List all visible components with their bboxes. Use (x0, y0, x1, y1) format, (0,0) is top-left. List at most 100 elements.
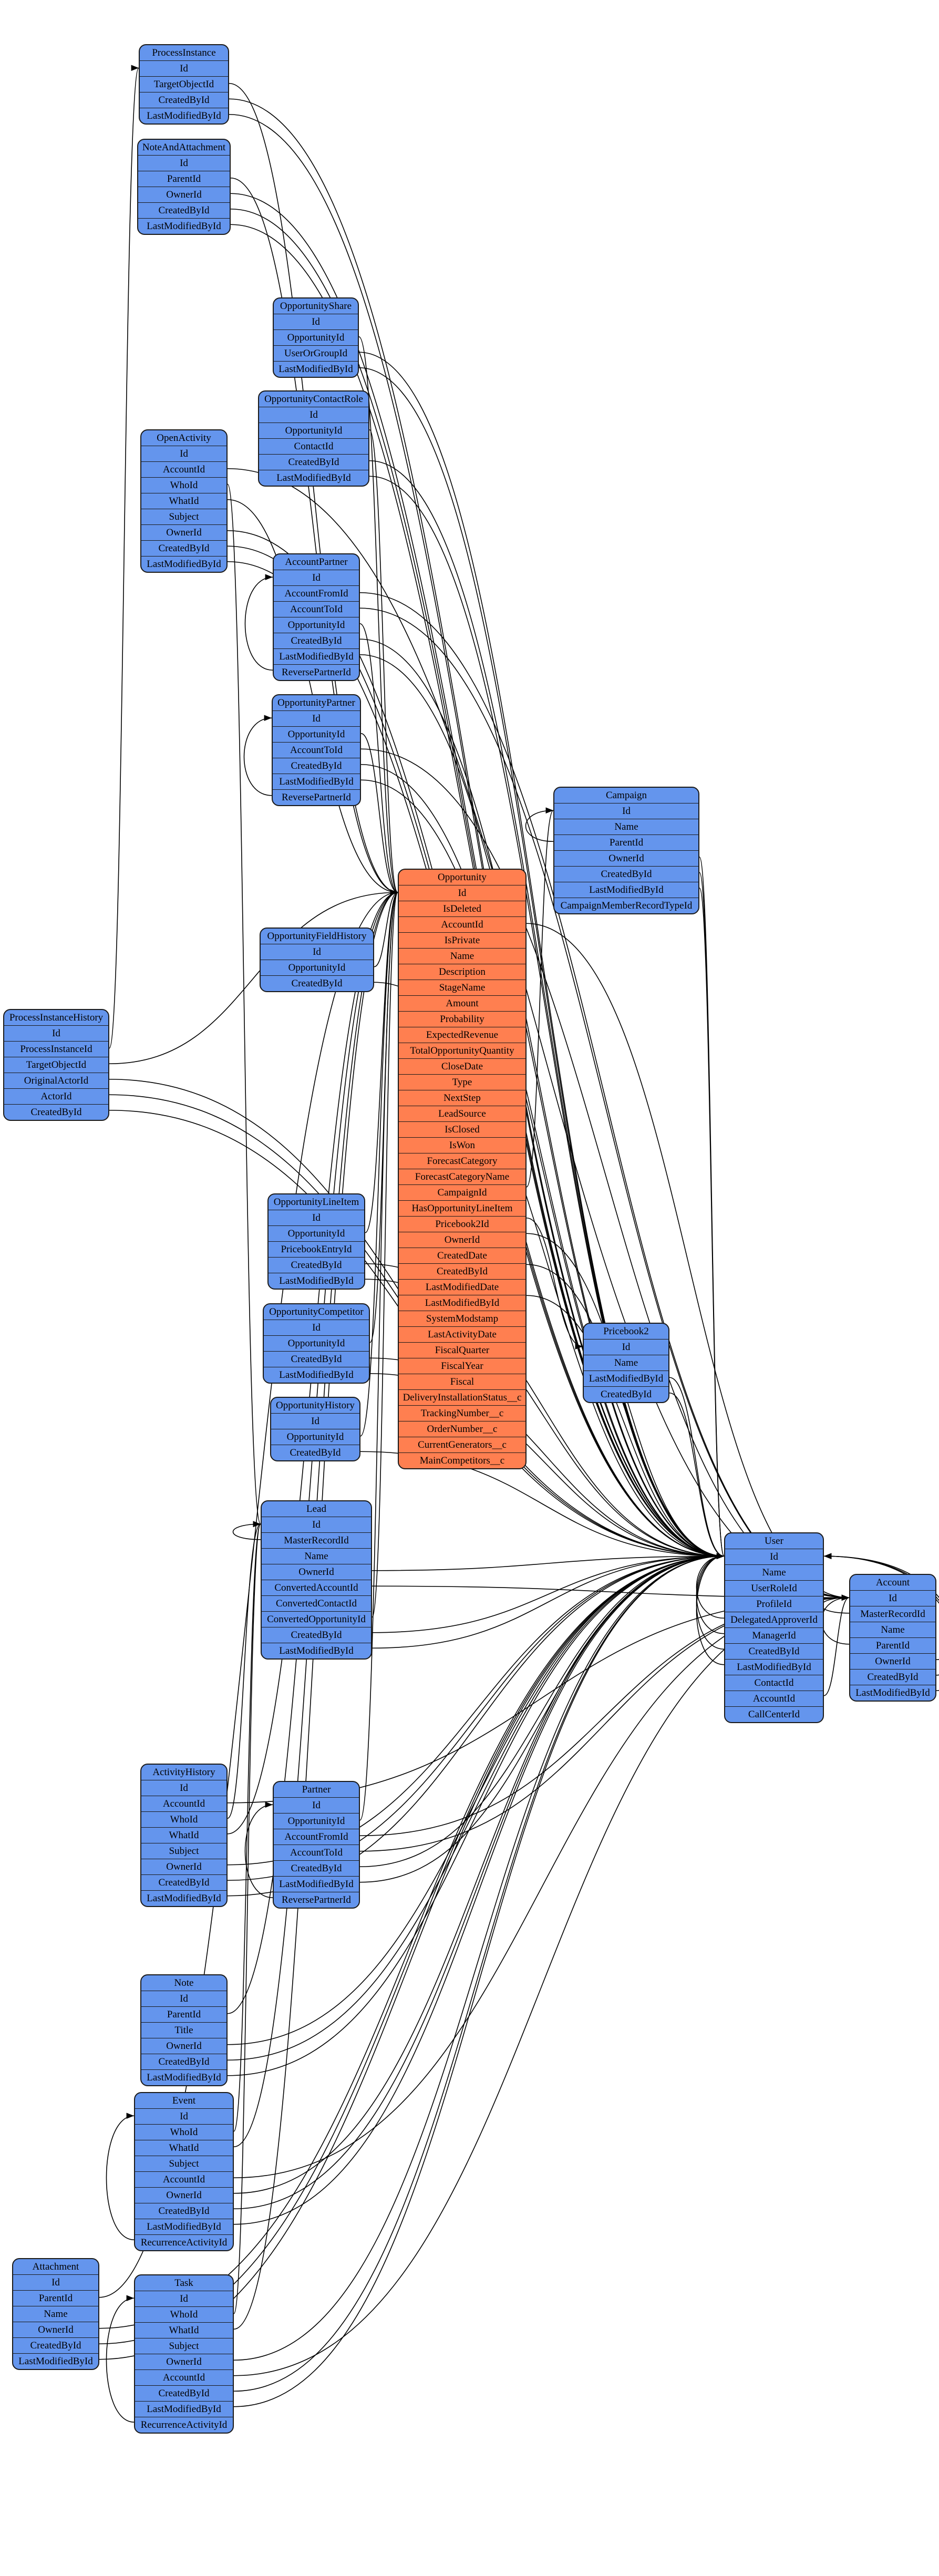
relation-edge (227, 483, 261, 1527)
field-opportunity-id: OpportunityId (271, 1429, 359, 1445)
entity-title: OpportunityLineItem (273, 1197, 359, 1208)
field-who-id: WhoId (141, 477, 226, 493)
entity-title: ProcessInstance (152, 47, 216, 58)
relation-edge (696, 1553, 725, 1665)
field-last-modified-by-id: LastModifiedById (262, 1643, 371, 1658)
field-last-modified-by-id: LastModifiedById (138, 218, 230, 234)
relation-edge (372, 890, 398, 1618)
entity-title: Note (174, 1977, 194, 1988)
relation-edge (359, 623, 398, 895)
field-created-by-id: CreatedById (13, 2337, 98, 2353)
field-description: Description (399, 964, 525, 980)
field-created-by-id: CreatedById (141, 540, 226, 556)
field-close-date: CloseDate (399, 1058, 525, 1074)
entity-title: NoteAndAttachment (142, 142, 226, 153)
relation-edge (233, 1553, 725, 2407)
field-last-modified-by-id: LastModifiedById (259, 470, 368, 486)
entity-title: Opportunity (438, 872, 487, 883)
relation-edge (823, 1594, 850, 1696)
field-subject: Subject (141, 1843, 226, 1859)
relation-edge (372, 1553, 725, 1571)
relation-edge (821, 1594, 850, 1645)
relation-edge (227, 1521, 261, 1819)
field-created-by-id: CreatedById (259, 454, 368, 470)
field-campaign-member-record-type-id: CampaignMemberRecordTypeId (554, 898, 698, 913)
field-original-actor-id: OriginalActorId (4, 1073, 108, 1088)
field-name: Name (725, 1564, 823, 1580)
entity-title: Event (172, 2095, 196, 2106)
field-id: Id (274, 1797, 359, 1813)
field-created-by-id: CreatedById (269, 1257, 364, 1273)
entity-title: Partner (302, 1784, 331, 1795)
field-fiscal: Fiscal (399, 1374, 525, 1389)
field-order-number-c: OrderNumber__c (399, 1421, 525, 1437)
field-expected-revenue: ExpectedRevenue (399, 1027, 525, 1043)
relation-edge (244, 574, 273, 671)
field-created-by-id: CreatedById (850, 1669, 935, 1685)
field-id: Id (271, 1413, 359, 1429)
field-last-modified-by-id: LastModifiedById (850, 1685, 935, 1701)
field-next-step: NextStep (399, 1090, 525, 1106)
relation-edge (369, 429, 398, 895)
relation-edge (244, 1801, 273, 1899)
field-who-id: WhoId (141, 1811, 226, 1827)
relation-edge (696, 1553, 725, 1650)
field-probability: Probability (399, 1011, 525, 1027)
relation-edge (374, 889, 398, 967)
field-parent-id: ParentId (138, 171, 230, 187)
field-last-modified-by-id: LastModifiedById (141, 1890, 226, 1906)
field-id: Id (262, 1517, 371, 1532)
field-reverse-partner-id: ReversePartnerId (274, 664, 359, 680)
entity-title: ProcessInstanceHistory (9, 1012, 104, 1023)
field-opportunity-id: OpportunityId (269, 1225, 364, 1241)
field-id: Id (141, 446, 226, 461)
field-user-role-id: UserRoleId (725, 1580, 823, 1596)
field-last-modified-by-id: LastModifiedById (274, 648, 359, 664)
field-is-closed: IsClosed (399, 1121, 525, 1137)
relation-edge (109, 65, 139, 1049)
field-amount: Amount (399, 995, 525, 1011)
field-account-id: AccountId (141, 1796, 226, 1811)
field-what-id: WhatId (141, 493, 226, 509)
relation-edge (696, 1553, 725, 1619)
field-owner-id: OwnerId (141, 524, 226, 540)
field-last-modified-by-id: LastModifiedById (269, 1273, 364, 1289)
field-what-id: WhatId (135, 2140, 233, 2156)
field-owner-id: OwnerId (554, 850, 698, 866)
field-stage-name: StageName (399, 980, 525, 995)
relation-edge (372, 1553, 725, 1633)
field-created-by-id: CreatedById (138, 202, 230, 218)
relation-edge (359, 1553, 725, 1868)
field-created-by-id: CreatedById (140, 92, 228, 108)
field-created-by-id: CreatedById (725, 1643, 823, 1659)
field-owner-id: OwnerId (262, 1564, 371, 1580)
field-subject: Subject (135, 2338, 233, 2354)
field-created-by-id: CreatedById (264, 1351, 369, 1367)
field-profile-id: ProfileId (725, 1596, 823, 1612)
entity-title: Attachment (32, 2261, 79, 2272)
field-created-date: CreatedDate (399, 1248, 525, 1263)
field-subject: Subject (141, 509, 226, 524)
field-target-object-id: TargetObjectId (4, 1057, 108, 1073)
field-opportunity-id: OpportunityId (264, 1335, 369, 1351)
field-recurrence-activity-id: RecurrenceActivityId (135, 2417, 233, 2433)
field-type: Type (399, 1074, 525, 1090)
field-current-generators-c: CurrentGenerators__c (399, 1437, 525, 1452)
entity-title: OpportunityFieldHistory (267, 931, 367, 942)
field-last-modified-by-id: LastModifiedById (13, 2353, 98, 2369)
field-process-instance-id: ProcessInstanceId (4, 1041, 108, 1057)
field-last-modified-by-id: LastModifiedById (140, 108, 228, 123)
field-id: Id (850, 1590, 935, 1606)
relation-edge (233, 1553, 725, 2361)
relation-edge (696, 1553, 725, 1634)
relation-edge (669, 1392, 725, 1559)
entity-title: Pricebook2 (603, 1326, 649, 1337)
relation-edge (106, 2295, 135, 2423)
